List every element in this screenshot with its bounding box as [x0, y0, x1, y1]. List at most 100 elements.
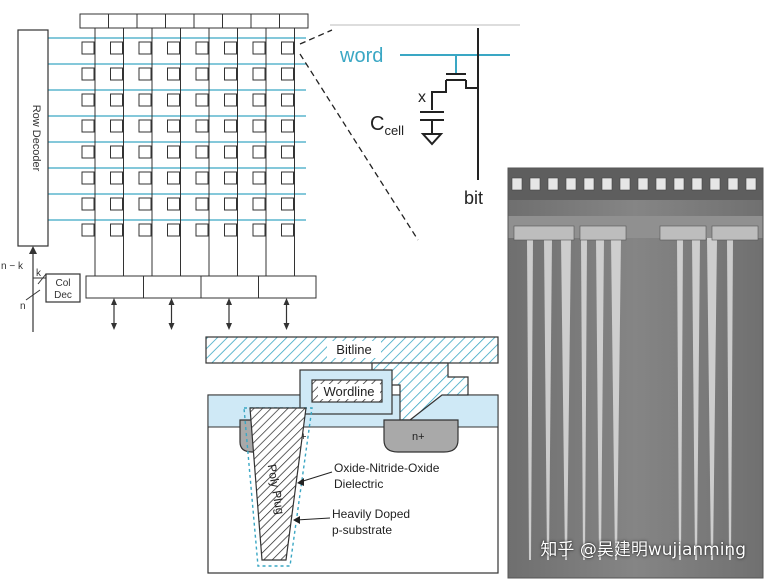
watermark: 知乎 @吴建明wujianming — [540, 540, 746, 560]
memory-cell — [138, 67, 152, 81]
memory-cell — [252, 197, 266, 211]
source-wire — [431, 80, 447, 110]
memory-cell — [224, 145, 237, 159]
column-box — [222, 13, 252, 29]
zoom-line-top — [299, 29, 333, 45]
memory-cell — [281, 93, 294, 107]
column-box — [108, 13, 138, 29]
sem-bump — [637, 177, 649, 191]
sem-bump — [565, 177, 577, 191]
memory-cell — [195, 223, 209, 237]
memory-cell — [138, 41, 152, 55]
memory-cell — [138, 93, 152, 107]
sem-frame — [507, 167, 764, 579]
sem-trench — [677, 238, 683, 560]
memory-cell — [281, 41, 294, 55]
poly-plug — [249, 407, 307, 561]
memory-cell — [224, 67, 237, 81]
memory-cell — [224, 93, 237, 107]
sem-trench — [544, 238, 552, 560]
row-address-arrowhead — [29, 246, 37, 254]
memory-cell — [281, 119, 294, 133]
col-dec-label-line2: Dec — [54, 290, 72, 301]
sem-trench — [596, 238, 604, 560]
cell-schematic: word bit x Ccell — [330, 24, 520, 208]
bitline-label-bg — [327, 341, 381, 358]
ground-symbol — [420, 133, 444, 146]
sem-bump — [619, 177, 631, 191]
sem-bump — [727, 177, 739, 191]
memory-cell — [195, 67, 209, 81]
memory-cell — [195, 93, 209, 107]
substrate-pointer — [295, 517, 331, 521]
io-arrowhead-up — [111, 298, 117, 305]
sem-gate-block — [711, 225, 759, 241]
memory-cell — [195, 145, 209, 159]
memory-cell — [81, 41, 95, 55]
memory-cell — [224, 41, 237, 55]
n-plus-right-region — [383, 419, 459, 453]
memory-cell — [167, 145, 180, 159]
io-arrowhead-down — [168, 323, 175, 330]
mux-box — [143, 275, 202, 299]
sem-bump — [583, 177, 595, 191]
io-arrowhead-up — [283, 298, 290, 305]
sem-bump — [547, 177, 559, 191]
word-label: word — [339, 45, 383, 67]
memory-array: Row Decoder n − k k n Col Dec — [1, 13, 317, 332]
memory-cell — [81, 171, 95, 185]
memory-cell — [110, 119, 123, 133]
sem-trench — [561, 238, 571, 560]
sem-bump — [745, 177, 757, 191]
io-arrowhead-up — [168, 298, 175, 305]
sem-metal-bumps — [511, 177, 757, 191]
wordline-label: Wordline — [323, 384, 374, 399]
memory-cell — [81, 119, 95, 133]
memory-cell — [252, 145, 266, 159]
memory-cell — [138, 197, 152, 211]
memory-cell — [167, 93, 180, 107]
memory-cell — [281, 145, 294, 159]
sem-trench — [692, 238, 700, 560]
io-arrowhead-down — [283, 323, 290, 330]
sem-trench — [527, 238, 533, 560]
memory-cell — [195, 171, 209, 185]
mux-box — [258, 275, 317, 299]
memory-cell — [252, 41, 266, 55]
sem-trench — [707, 238, 717, 560]
sem-top-band — [508, 168, 763, 200]
column-sense-boxes — [79, 13, 309, 29]
memory-cell — [81, 223, 95, 237]
sem-bump — [601, 177, 613, 191]
memory-cell — [110, 145, 123, 159]
sem-gate-block — [513, 225, 575, 241]
memory-cell — [81, 145, 95, 159]
col-dec-label-line1: Col — [55, 278, 70, 289]
substrate-label-line2: p-substrate — [332, 523, 392, 537]
ono-pointer — [299, 471, 333, 483]
sem-bump — [691, 177, 703, 191]
array-grid — [48, 28, 306, 276]
bit-label: bit — [464, 188, 483, 208]
memory-cell — [81, 197, 95, 211]
sem-bump — [529, 177, 541, 191]
sem-micrograph — [507, 167, 764, 579]
column-box — [193, 13, 223, 29]
memory-cell — [110, 93, 123, 107]
n-bus-slash — [25, 289, 41, 301]
column-box — [136, 13, 166, 29]
sem-bump — [709, 177, 721, 191]
memory-cell — [281, 197, 294, 211]
memory-cell — [252, 119, 266, 133]
sem-trench — [727, 238, 733, 560]
memory-cell — [138, 223, 152, 237]
column-box — [79, 13, 109, 29]
memory-cell — [195, 197, 209, 211]
mux-box — [85, 275, 144, 299]
mux-box — [200, 275, 259, 299]
memory-cell — [281, 67, 294, 81]
memory-cell — [224, 223, 237, 237]
memory-cell — [167, 67, 180, 81]
c-cell-label: Ccell — [370, 113, 404, 138]
memory-cell — [138, 171, 152, 185]
